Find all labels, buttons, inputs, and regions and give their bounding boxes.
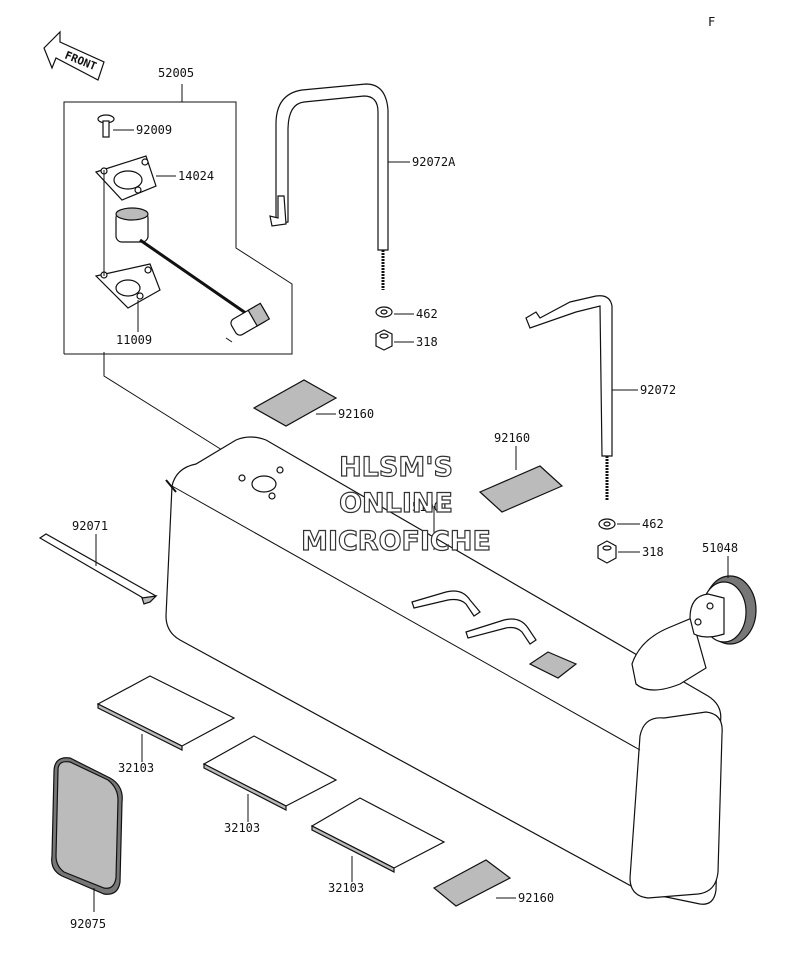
watermark-line-2: ONLINE <box>339 488 453 519</box>
fuel-sender-icon <box>115 207 271 343</box>
pad-92160-lower-icon <box>432 859 512 907</box>
label-92160-lower: 92160 <box>518 891 554 905</box>
washer-462-upper-icon <box>375 306 393 318</box>
watermark-line-1: HLSM'S <box>339 452 453 483</box>
front-arrow-icon: FRONT <box>43 30 105 81</box>
label-462-lower: 462 <box>642 517 664 531</box>
label-318-lower: 318 <box>642 545 664 559</box>
nut-318-lower-icon <box>597 540 617 564</box>
fuel-tank-icon <box>165 436 723 905</box>
bolt-92009-icon <box>97 114 115 138</box>
label-51001: 51001 <box>412 500 448 514</box>
pad-92160-middle-icon <box>478 465 564 513</box>
label-92160-middle: 92160 <box>494 431 530 445</box>
pad-92160-upper-icon <box>252 379 338 427</box>
band-92071-icon <box>38 533 158 605</box>
pad-32103-a-edge <box>97 703 183 751</box>
pad-32103-a-icon <box>96 675 236 747</box>
label-92009: 92009 <box>136 123 172 137</box>
pad-32103-c-edge <box>311 825 395 873</box>
label-32103-b: 32103 <box>224 821 260 835</box>
label-92072a: 92072A <box>412 155 456 169</box>
washer-462-lower-icon <box>598 518 616 530</box>
label-92071: 92071 <box>72 519 108 533</box>
gasket-11009-icon <box>94 263 161 309</box>
watermark: HLSM'S ONLINE MICROFICHE <box>300 451 491 557</box>
pad-32103-c-icon <box>310 797 446 869</box>
tank-strap-92072-icon <box>525 295 613 500</box>
pad-32103-b-edge <box>203 763 287 811</box>
pad-32103-b-icon <box>202 735 338 807</box>
label-318-upper: 318 <box>416 335 438 349</box>
nut-318-upper-icon <box>375 329 393 351</box>
label-32103-c: 32103 <box>328 881 364 895</box>
gasket-14024-icon <box>94 155 157 201</box>
label-92160-upper: 92160 <box>338 407 374 421</box>
label-92072: 92072 <box>640 383 676 397</box>
label-52005: 52005 <box>158 66 194 80</box>
label-92075: 92075 <box>70 917 106 931</box>
label-11009: 11009 <box>116 333 152 347</box>
label-14024: 14024 <box>178 169 214 183</box>
fuel-cap-51048-icon <box>689 575 757 645</box>
label-51048: 51048 <box>702 541 738 555</box>
tank-strap-92072a-icon <box>269 83 389 290</box>
label-32103-a: 32103 <box>118 761 154 775</box>
label-462-upper: 462 <box>416 307 438 321</box>
pad-92075-icon <box>51 757 123 895</box>
filler-neck-icon <box>631 617 707 691</box>
watermark-line-3: MICROFICHE <box>301 526 491 557</box>
corner-mark: F <box>708 15 715 29</box>
sender-unit-group: 52005 92009 14024 <box>63 66 293 355</box>
